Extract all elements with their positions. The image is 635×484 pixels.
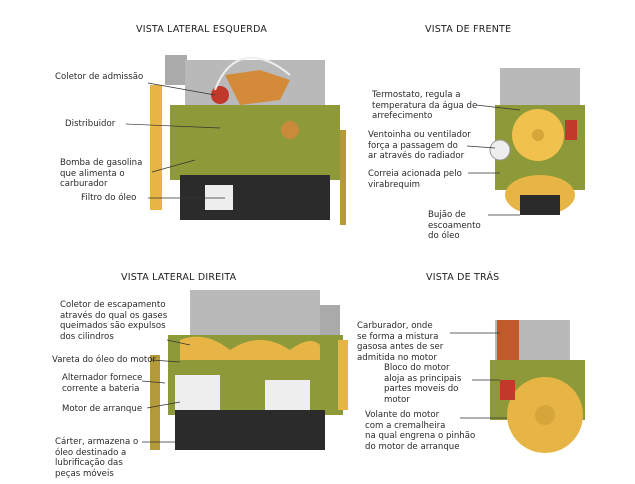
title-front-view: VISTA DE FRENTE: [425, 24, 512, 35]
label-carburetor: Carburador, onde se forma a mistura gaso…: [357, 321, 444, 363]
leader-lines: [125, 82, 521, 443]
engine-left-view: [150, 55, 346, 225]
label-flywheel: Volante do motor com a cremalheira na qu…: [365, 410, 476, 452]
title-left-view: VISTA LATERAL ESQUERDA: [136, 24, 268, 35]
label-fuel-pump: Bomba de gasolina que alimenta o carbura…: [60, 158, 143, 189]
label-oil-pan: Cárter, armazena o óleo destinado a lubr…: [55, 437, 139, 479]
title-right-view: VISTA LATERAL DIREITA: [121, 272, 237, 283]
label-fan: Ventoinha ou ventilador força a passagem…: [368, 130, 471, 161]
engine-right-view: [150, 290, 348, 450]
label-thermostat: Termostato, regula a temperatura da água…: [372, 90, 478, 121]
label-oil-filter: Filtro do óleo: [81, 193, 137, 203]
label-belt: Correia acionada pelo virabrequim: [368, 169, 462, 190]
label-alternator: Alternador fornece corrente a bateria: [62, 373, 143, 394]
label-engine-block: Bloco do motor aloja as principais parte…: [384, 363, 462, 405]
label-starter: Motor de arranque: [62, 404, 143, 414]
label-dipstick: Vareta do óleo do motor: [52, 355, 157, 365]
engine-front-view: [489, 68, 585, 215]
label-distributor: Distribuidor: [65, 119, 116, 129]
engine-rear-view: [490, 320, 585, 453]
title-rear-view: VISTA DE TRÁS: [426, 272, 500, 283]
label-exhaust-manifold: Coletor de escapamento através do qual o…: [60, 300, 168, 342]
label-intake-manifold: Coletor de admissão: [55, 72, 144, 82]
label-drain-plug: Bujão de escoamento do óleo: [428, 210, 481, 241]
